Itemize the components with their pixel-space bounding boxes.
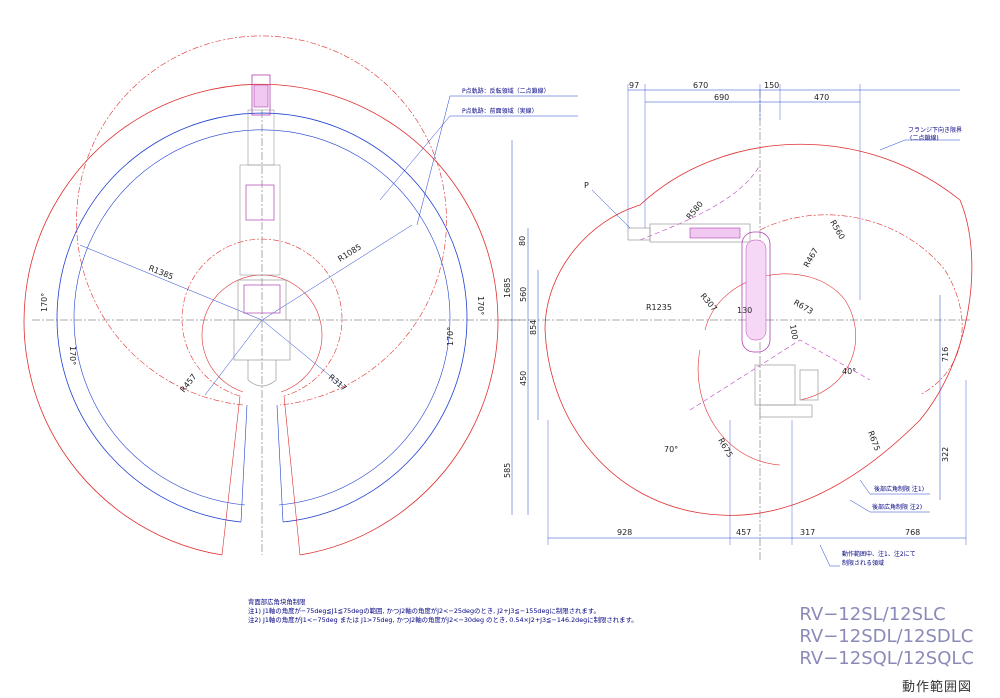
side-left-dim: 80 (518, 236, 527, 246)
side-radius-label: R307 (698, 292, 718, 314)
side-angle-label: 70° (664, 445, 678, 454)
note-1: 注1) J1軸の角度が−75deg≦J1≦75degの範囲, かつJ2軸の角度が… (248, 607, 600, 615)
top-angle-label: 170° (476, 296, 485, 315)
side-view: 97 670 150 470 690 80 1685 560 854 450 5… (500, 81, 973, 567)
side-point-label: P (584, 181, 589, 190)
side-range-red (544, 143, 973, 516)
model-name: RV−12SL/12SLC (799, 604, 946, 625)
side-bottom-dim: 457 (736, 528, 751, 537)
side-restricted-area: 動作範囲中、注1、注2にて (842, 550, 916, 558)
note-2: 注2) J1軸の角度がJ1<−75deg または J1>75deg, かつJ2軸… (248, 616, 638, 624)
top-radius-label: R1385 (147, 264, 174, 282)
side-left-dim: 1685 (503, 278, 512, 298)
side-radius-label: R580 (685, 200, 705, 222)
restriction-notes: 背面部広角块角制限 注1) J1軸の角度が−75deg≦J1≦75degの範囲,… (248, 598, 768, 625)
side-top-dim: 97 (629, 81, 639, 90)
side-radius-label: R467 (802, 246, 820, 269)
side-top-dim: 670 (693, 81, 708, 90)
top-angle-label: 170° (68, 346, 77, 365)
side-rear-limit-2: 後部広角制限 注2) (872, 503, 922, 511)
top-leader-solid-label: P点軌跡：前面領域（実線） (462, 107, 538, 115)
robot-side-view (627, 223, 819, 418)
top-front-range-blue (56, 112, 468, 523)
side-radius-label: R560 (828, 219, 846, 242)
top-angle-label: 170° (40, 293, 49, 312)
side-angle-label: 40° (842, 367, 856, 376)
model-name: RV−12SQL/12SQLC (799, 648, 974, 669)
side-top-dim: 150 (764, 81, 779, 90)
top-reverse-range-red (76, 35, 447, 406)
side-left-dim: 450 (519, 371, 528, 386)
top-radius-label: R1085 (336, 242, 363, 263)
top-angle-label: 170° (446, 327, 455, 346)
side-radius-label: R1235 (646, 303, 672, 312)
robot-top-view (233, 74, 291, 387)
sheet-title: 動作範囲図 (901, 680, 972, 695)
side-radius-label: R673 (792, 298, 815, 316)
top-leader-dashed-label: P点軌跡：反転領域（二点鎖線） (462, 87, 550, 95)
side-right-dim: 716 (941, 347, 950, 362)
side-left-dim: 585 (503, 463, 512, 478)
side-bottom-dim: 928 (617, 528, 632, 537)
side-left-dim: 854 (529, 320, 538, 335)
notes-heading: 背面部広角块角制限 (248, 598, 306, 606)
top-outer-range-red (23, 83, 499, 556)
side-restricted-area2: 制限される領域 (842, 559, 884, 567)
side-radius-label: R675 (866, 430, 882, 453)
side-bottom-dim: 317 (800, 528, 815, 537)
side-bottom-dim: 768 (905, 528, 920, 537)
side-right-dim: 322 (941, 447, 950, 462)
side-top-dim: 470 (814, 93, 829, 102)
top-inner-range-red (181, 238, 343, 397)
side-flange-note2: (二点鎖線) (910, 134, 939, 142)
top-view: P点軌跡：反転領域（二点鎖線） P点軌跡：前面領域（実線） R1385 R108… (23, 35, 578, 556)
side-radius-label: R675 (716, 437, 734, 460)
side-left-dim: 560 (519, 287, 528, 302)
side-radius-label: 100 (788, 324, 800, 341)
side-top-dim: 690 (714, 93, 729, 102)
side-flange-note: フランジ下向き限界 (908, 126, 962, 134)
side-radius-label: 130 (737, 306, 752, 315)
model-list: RV−12SL/12SLC RV−12SDL/12SDLC RV−12SQL/1… (799, 604, 974, 670)
model-name: RV−12SDL/12SDLC (799, 626, 974, 647)
side-rear-limit-1: 後部広角制限 注1) (874, 485, 924, 493)
